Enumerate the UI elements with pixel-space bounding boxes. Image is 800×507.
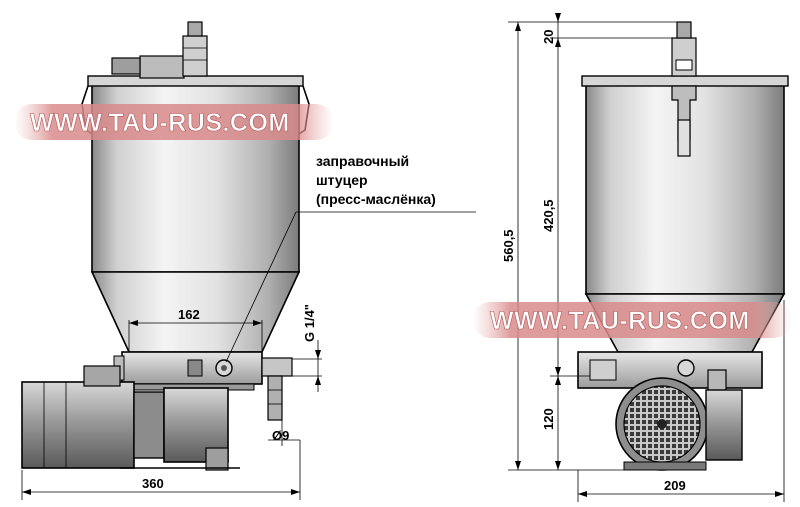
front-tank-lid	[87, 75, 304, 87]
front-view	[21, 21, 310, 471]
front-motor-body	[21, 381, 135, 469]
front-sensor-box	[139, 55, 185, 79]
dim-thread: G 1/4"	[302, 304, 317, 342]
side-tank-lid	[581, 75, 789, 87]
front-breather	[182, 35, 208, 77]
front-motor-terminal-box	[83, 365, 121, 387]
annotation-line-2: штуцер	[316, 172, 368, 188]
dim-hole-diameter: Ø9	[272, 428, 289, 443]
front-outlet-fitting	[261, 357, 293, 377]
watermark-right: WWW.TAU-RUS.COM	[472, 302, 792, 338]
dim-base-height: 120	[541, 408, 556, 430]
dim-inner-width: 162	[178, 307, 200, 322]
dim-width-front: 360	[142, 476, 164, 491]
side-dimensions: 560,5 20 420,5 120 209	[501, 13, 785, 502]
side-view	[577, 21, 789, 471]
front-breather-cap	[187, 21, 203, 37]
annotation-line-3: (пресс-маслёнка)	[316, 191, 436, 207]
dim-top-offset: 20	[541, 30, 556, 44]
dim-reservoir-height: 420,5	[541, 199, 556, 232]
watermark-left-text: WWW.TAU-RUS.COM	[30, 109, 290, 137]
nipple-annotation: заправочный штуцер (пресс-маслёнка)	[225, 153, 476, 363]
watermark-right-text: WWW.TAU-RUS.COM	[490, 307, 750, 335]
annotation-line-1: заправочный	[316, 153, 409, 169]
side-gearbox	[705, 389, 743, 461]
annotation-leader	[225, 211, 297, 363]
front-dimensions: 360 162 G 1/4" Ø9	[21, 304, 322, 500]
dim-total-height: 560,5	[501, 229, 516, 262]
front-sensor-plug	[111, 57, 141, 75]
dim-width-side: 209	[664, 478, 686, 493]
watermark-left: WWW.TAU-RUS.COM	[14, 104, 334, 140]
